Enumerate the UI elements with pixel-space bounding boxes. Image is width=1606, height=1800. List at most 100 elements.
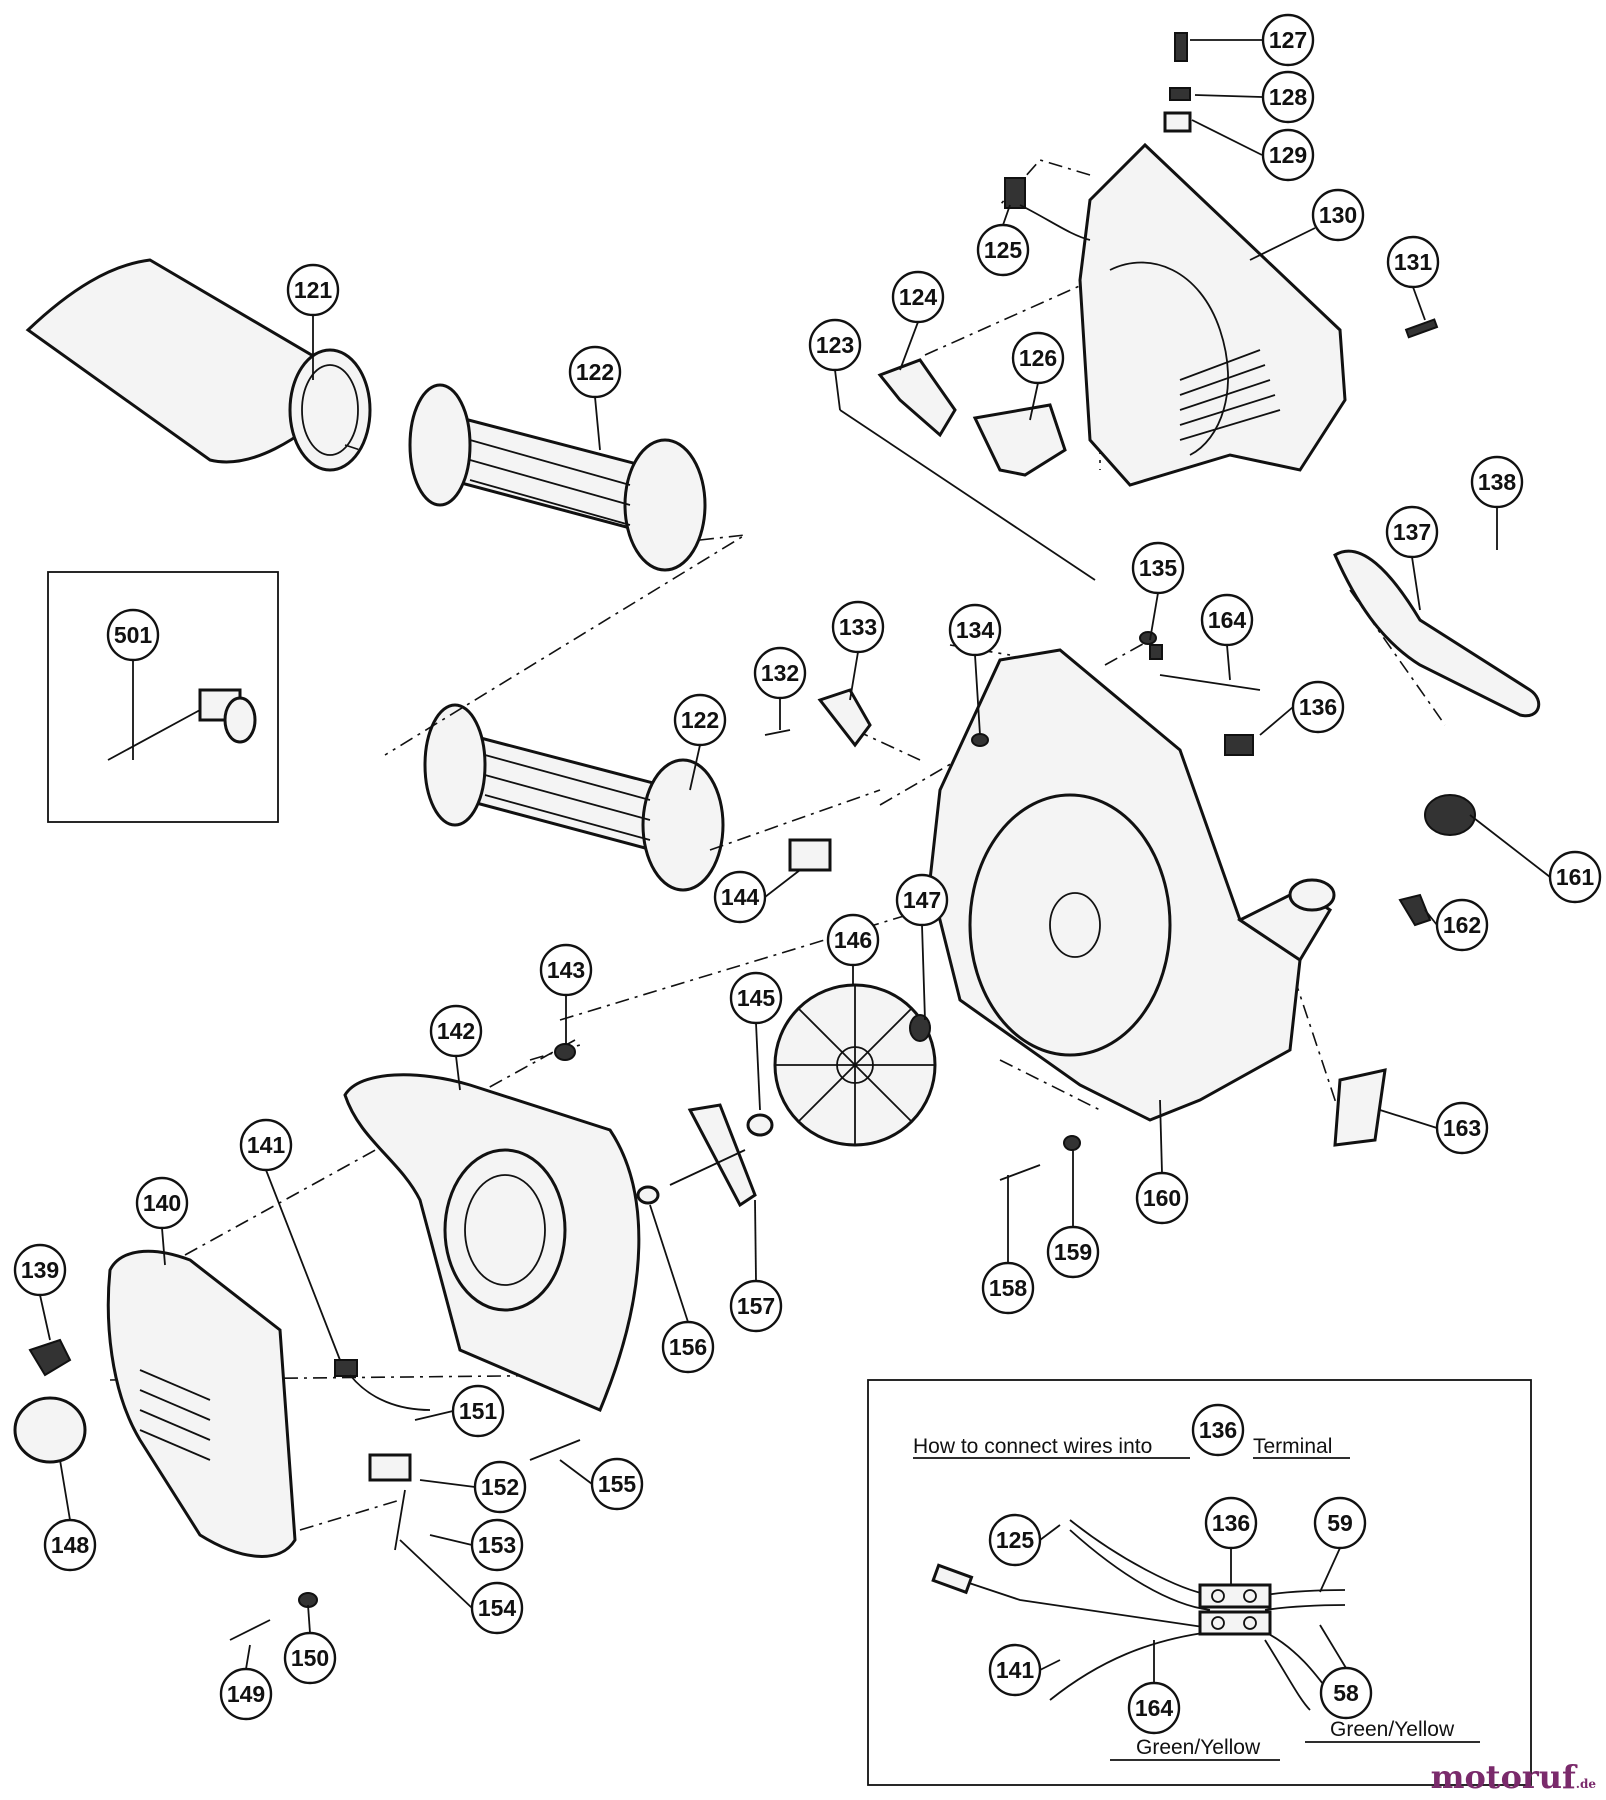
callout-157: 157 [729,1279,783,1333]
callout-number: 158 [989,1275,1028,1301]
wiring-inset: How to connect wires into Terminal 12513… [867,1379,1532,1786]
callout-number: 135 [1139,555,1178,581]
callout-number: 141 [996,1657,1035,1683]
callout-124: 124 [891,270,945,324]
callout-128: 128 [1261,70,1315,124]
callout-leader-122 [594,396,601,451]
callout-leader-150 [307,1604,311,1634]
callout-circle [895,873,949,927]
callout-circle [283,1631,337,1685]
callout-circle [753,646,807,700]
callout-number: 163 [1443,1115,1481,1141]
callout-122: 122 [568,345,622,399]
callout-leader-129 [1191,119,1263,156]
callout-162: 162 [1435,898,1489,952]
callout-number: 140 [143,1190,181,1216]
callout-141: 141 [239,1118,293,1172]
callout-circle [891,270,945,324]
callout-154: 154 [470,1581,524,1635]
callout-leader-154 [399,1539,473,1609]
callout-leader-161 [1469,814,1551,878]
callout-circle [713,870,767,924]
callout-141: 141 [988,1643,1042,1697]
rear-housing-130-drawing [1078,142,1347,487]
wire-label-right: Green/Yellow [1330,1718,1455,1741]
callout-136: 136 [1204,1496,1258,1550]
callout-number: 138 [1478,469,1517,495]
callout-127: 127 [1261,13,1315,67]
callout-circle [219,1667,273,1721]
callout-leader-152 [419,1479,476,1488]
callout-159: 159 [1046,1225,1100,1279]
callout-circle [1386,235,1440,289]
callout-circle [808,318,862,372]
callout-155: 155 [590,1457,644,1511]
callout-number: 123 [816,332,854,358]
callout-circle [106,608,160,662]
callout-125: 125 [988,1513,1042,1567]
callout-138: 138 [1470,455,1524,509]
callout-number: 152 [481,1474,519,1500]
callout-121: 121 [286,263,340,317]
callout-number: 122 [576,359,614,385]
callout-circle [831,600,885,654]
volute-housing-142-drawing [343,1073,641,1412]
callout-131: 131 [1386,235,1440,289]
callout-125: 125 [976,223,1030,277]
inset-wires [959,1519,1346,1711]
callout-circle [429,1004,483,1058]
callout-circle [590,1457,644,1511]
callout-number: 146 [834,927,872,953]
inset-title-suffix: Terminal [1253,1435,1332,1458]
callout-146: 146 [826,913,880,967]
callout-number: 141 [247,1132,286,1158]
callout-132: 132 [753,646,807,700]
wiring-inset-frame [867,1379,1532,1786]
callout-number: 154 [478,1595,517,1621]
callout-circle [1435,1101,1489,1155]
callout-leader-144 [764,869,801,898]
callout-153: 153 [470,1518,524,1572]
callout-number: 143 [547,957,585,983]
callout-circle [1127,1681,1181,1735]
callout-leader-151 [414,1410,454,1421]
small-parts-bottom [28,631,1387,1641]
fan-146-drawing [554,983,937,1205]
callout-number: 133 [839,614,877,640]
callout-circle [13,1243,67,1297]
callout-number: 132 [761,660,799,686]
callout-number: 121 [294,277,333,303]
callout-circle [1200,593,1254,647]
callout-circle [1311,188,1365,242]
inset-title-part-callout: 136 [1191,1403,1245,1457]
callout-circle [1319,1666,1373,1720]
small-parts-top [839,32,1439,581]
callout-leader-155 [559,1459,593,1485]
cover-140-drawing [13,1249,297,1558]
callout-circle [451,1384,505,1438]
callout-circle [1261,13,1315,67]
callout-501: 501 [106,608,160,662]
callout-circle [568,345,622,399]
callout-leader-141 [1039,1659,1061,1671]
callout-circle [470,1518,524,1572]
callout-133: 133 [831,600,885,654]
callout-leader-125 [1039,1524,1061,1541]
callout-137: 137 [1385,505,1439,559]
callout-number: 142 [437,1018,475,1044]
callout-circle [988,1643,1042,1697]
callout-leader-130 [1249,227,1316,261]
callout-number: 126 [1019,345,1057,371]
callout-number: 144 [721,884,760,910]
tool-157-drawing [669,1103,757,1208]
callout-leader-140 [161,1227,166,1266]
callout-number: 156 [669,1334,707,1360]
callout-139: 139 [13,1243,67,1297]
callout-leader-126 [1029,382,1039,421]
accessory-box-501 [47,571,279,823]
callout-58: 58 [1319,1666,1373,1720]
callout-circle [1313,1496,1367,1550]
callout-161: 161 [1548,850,1602,904]
callout-leader-141 [265,1169,341,1361]
callout-leader-122 [689,744,701,791]
